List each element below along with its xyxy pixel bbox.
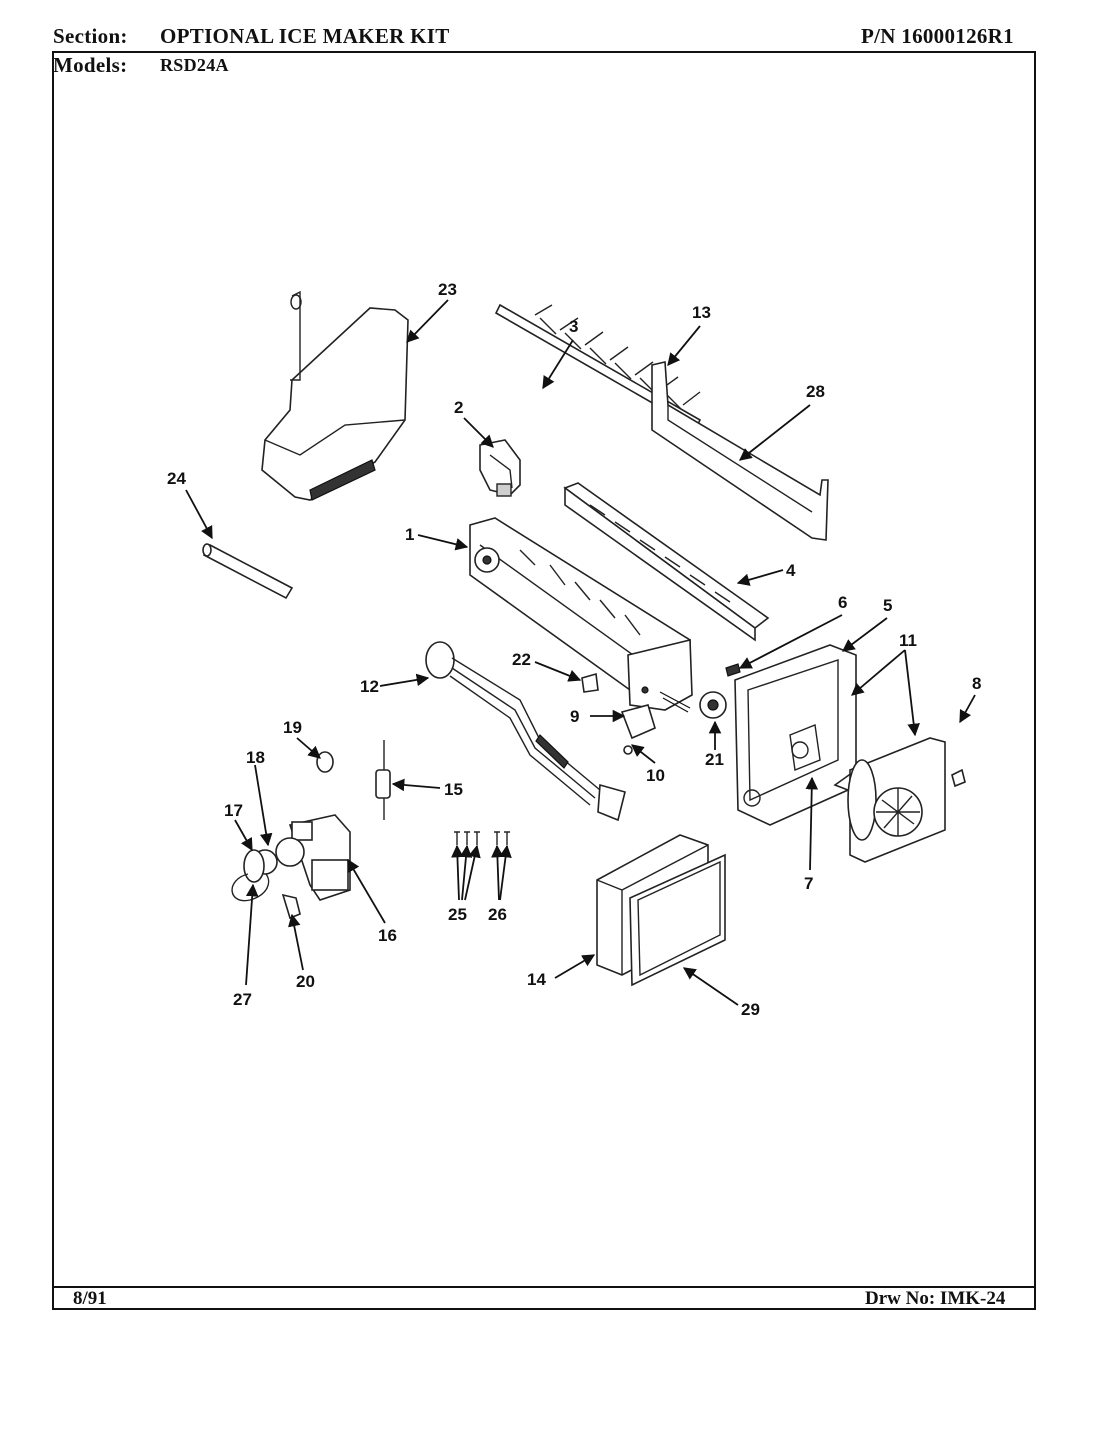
callout-28: 28 [806, 382, 825, 401]
part-12-wire-harness [425, 641, 626, 822]
part-29-panel [629, 853, 726, 987]
part-24-fill-tube [202, 543, 294, 600]
callout-13: 13 [692, 303, 711, 322]
leader-lines [185, 299, 976, 1006]
part-11-motor-assembly [847, 737, 946, 863]
callout-labels: 23 3 13 28 2 24 1 4 6 5 11 8 22 12 9 10 … [167, 280, 981, 1019]
callout-20: 20 [296, 972, 315, 991]
part-5-control-housing [734, 644, 857, 826]
footer-date: 8/91 [73, 1288, 107, 1309]
models-label: Models: [53, 53, 128, 77]
callout-9: 9 [570, 707, 579, 726]
parts-25-26-screws [454, 831, 510, 845]
callout-17: 17 [224, 801, 243, 820]
callout-27: 27 [233, 990, 252, 1009]
callout-6: 6 [838, 593, 847, 612]
callout-24: 24 [167, 469, 186, 488]
part-28-shield [651, 361, 829, 541]
callout-2: 2 [454, 398, 463, 417]
callout-5: 5 [883, 596, 892, 615]
callout-22: 22 [512, 650, 531, 669]
callout-19: 19 [283, 718, 302, 737]
callout-18: 18 [246, 748, 265, 767]
callout-3: 3 [569, 317, 578, 336]
callout-7: 7 [804, 874, 813, 893]
callout-4: 4 [786, 561, 796, 580]
small-parts [581, 663, 966, 788]
callout-23: 23 [438, 280, 457, 299]
part-23-cover [261, 290, 409, 501]
footer-drawing-number: Drw No: IMK-24 [865, 1288, 1006, 1309]
footer-divider [52, 1286, 1036, 1288]
part-1-mold [469, 517, 693, 711]
part-16-water-valve [231, 814, 351, 920]
callout-15: 15 [444, 780, 463, 799]
callout-21: 21 [705, 750, 724, 769]
callout-12: 12 [360, 677, 379, 696]
section-label: Section: [53, 24, 128, 48]
diagram-frame [52, 51, 1036, 1310]
callout-11: 11 [899, 631, 917, 650]
callout-25: 25 [448, 905, 467, 924]
callout-14: 14 [527, 970, 546, 989]
part-number: P/N 16000126R1 [861, 24, 1014, 48]
callout-1: 1 [405, 525, 414, 544]
part-15-fitting [316, 740, 391, 820]
part-4-stripper [563, 482, 770, 642]
callout-26: 26 [488, 905, 507, 924]
callout-29: 29 [741, 1000, 760, 1019]
callout-10: 10 [646, 766, 665, 785]
callout-16: 16 [378, 926, 397, 945]
section-title: OPTIONAL ICE MAKER KIT [160, 24, 450, 48]
part-2-bracket [479, 439, 521, 497]
callout-8: 8 [972, 674, 981, 693]
models-value: RSD24A [160, 55, 229, 75]
